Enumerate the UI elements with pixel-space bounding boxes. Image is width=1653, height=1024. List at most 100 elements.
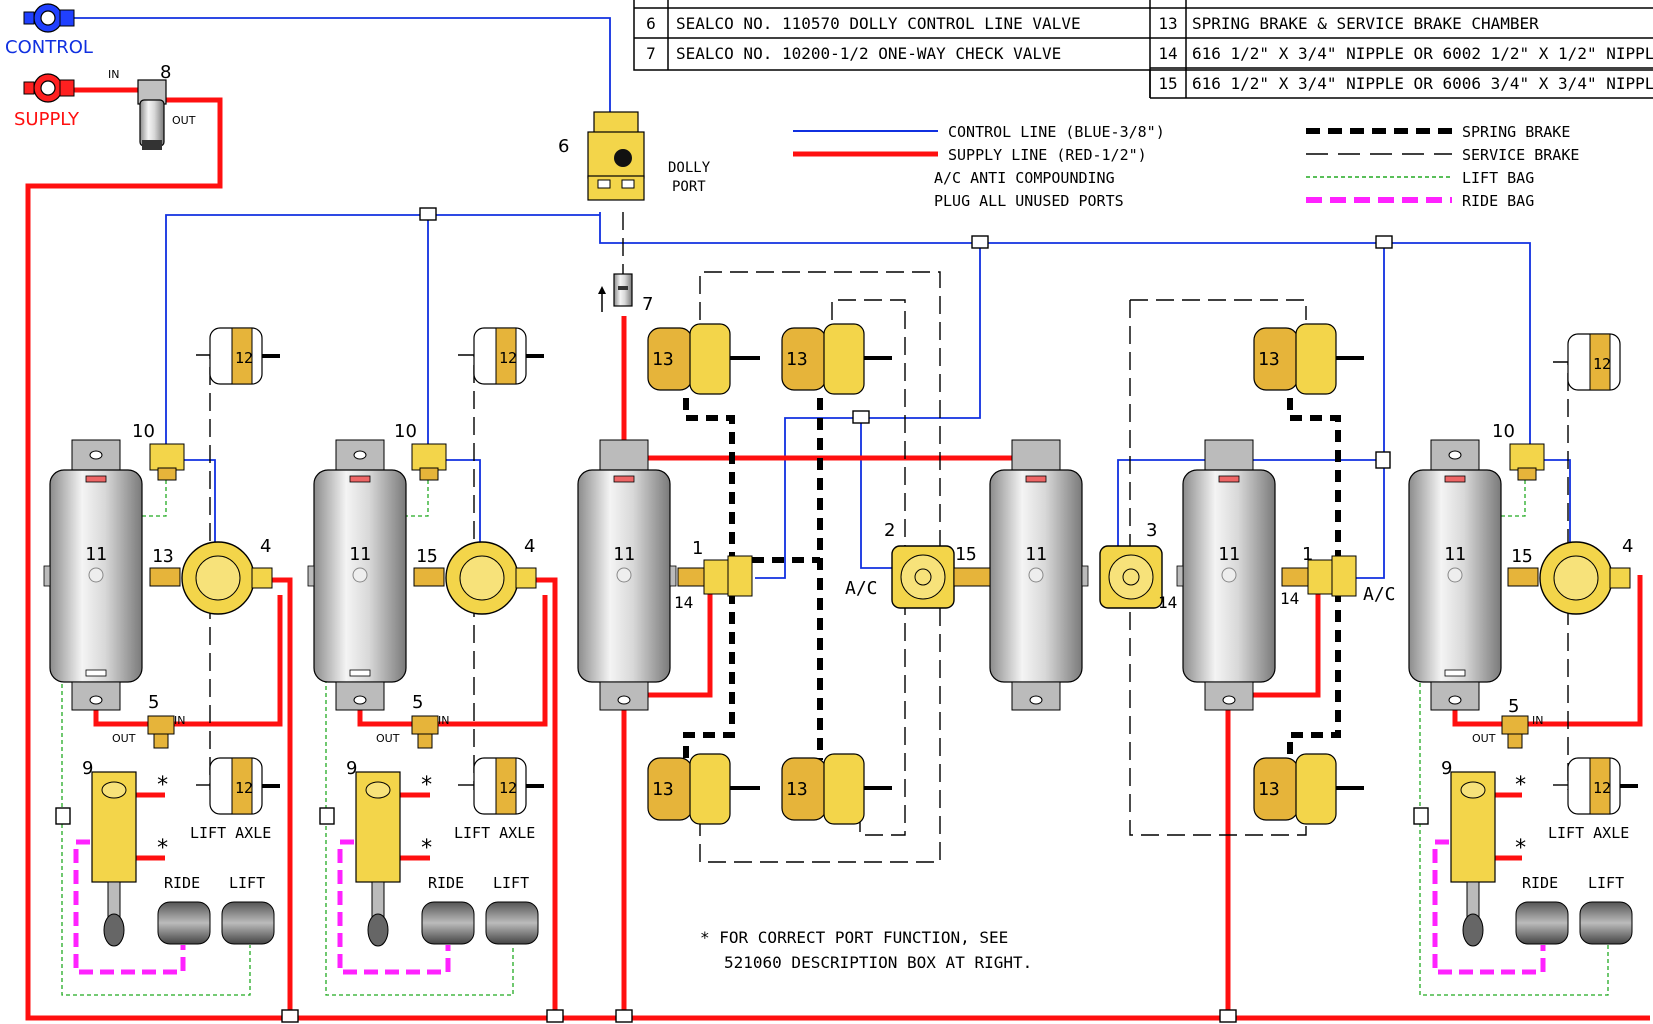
valve-9-num: 9 [346,758,357,779]
dolly-port-line2: PORT [672,179,706,195]
tank-6 [1408,439,1502,711]
air-bags [157,901,1633,945]
tank-5-label: 11 [1218,544,1240,565]
table-right-desc-1: 616 1/2" X 3/4" NIPPLE OR 6002 1/2" X 1/… [1192,44,1653,63]
tank-3 [577,439,677,711]
check-valve [598,273,633,312]
valve-9-right [1450,771,1496,947]
legend: CONTROL LINE (BLUE-3/8") SUPPLY LINE (RE… [793,123,1579,210]
valve-3-num: 3 [1146,520,1157,541]
chamber-12-label: 12 [235,349,253,367]
valve-5-mid [411,715,439,749]
valve-9-num: 9 [82,758,93,779]
table-right-num-0: 13 [1158,14,1177,33]
valve-8-num: 8 [160,62,171,83]
chamber-13-label: 13 [1258,349,1280,370]
dolly-control-valve [587,111,645,201]
relay-valve-right [1507,541,1631,615]
valve-5-num: 5 [1508,696,1519,717]
legend-liftbag-label: LIFT BAG [1462,169,1534,187]
star-mark: * [420,836,433,861]
valve-1-num: 1 [1302,544,1313,565]
table-right-desc-0: SPRING BRAKE & SERVICE BRAKE CHAMBER [1192,14,1539,33]
chamber-12-label: 12 [499,349,517,367]
valve-9-mid [355,771,401,947]
legend-plug-label: PLUG ALL UNUSED PORTS [934,192,1124,210]
fitting-15-label: 15 [416,546,438,567]
legend-spring-label: SPRING BRAKE [1462,123,1570,141]
valve-10-num: 10 [1492,421,1515,442]
chamber-12-label: 12 [1593,779,1611,797]
table-right-desc-2: 616 1/2" X 3/4" NIPPLE OR 6006 3/4" X 3/… [1192,74,1653,93]
star-mark: * [1514,773,1527,798]
valve-3 [1099,545,1163,609]
valve-1-left [677,555,753,597]
valve-10-right [1509,443,1545,481]
valve-9-num: 9 [1441,758,1452,779]
relay-valve-left [149,541,273,615]
valve-5-out: OUT [376,732,400,745]
valve-5-in: IN [174,714,185,727]
tank-2 [307,439,407,711]
valve-5-right [1501,715,1529,749]
valve-10-mid [411,443,447,481]
chamber-13-label: 13 [1258,779,1280,800]
valve-9-left [91,771,137,947]
relay-4-num: 4 [524,536,535,557]
callouts: 12 12 12 12 12 12 13 13 13 13 13 13 10 1… [82,349,1633,892]
fitting-15-label: 15 [1511,546,1533,567]
valve-10-left [149,443,185,481]
chambers-12 [209,327,1638,815]
tank-2-label: 11 [349,544,371,565]
nipple-14-label: 14 [674,593,693,612]
dolly-valve-num: 6 [558,136,569,157]
chamber-13-label: 13 [786,349,808,370]
valve-2-num: 2 [884,520,895,541]
dolly-port-line1: DOLLY [668,160,711,176]
star-mark: * [156,836,169,861]
nipple-14-label: 14 [1280,589,1299,608]
check-valve-num: 7 [642,294,653,315]
ac-label: A/C [845,578,878,599]
legend-control-label: CONTROL LINE (BLUE-3/8") [948,123,1165,141]
legend-ridebag-label: RIDE BAG [1462,192,1534,210]
ride-label: RIDE [428,874,464,892]
ac-label: A/C [1363,584,1396,605]
star-mark: * [420,773,433,798]
tee-fittings [55,207,1429,1023]
tank-4 [989,439,1089,711]
valve-10-num: 10 [394,421,417,442]
control-gladhand-label: CONTROL [5,37,93,58]
valve-10-num: 10 [132,421,155,442]
chamber-12-label: 12 [1593,355,1611,373]
lift-label: LIFT [1588,874,1624,892]
chamber-12-label: 12 [235,779,253,797]
chamber-13-label: 13 [652,349,674,370]
table-left-num-0: 6 [646,14,656,33]
ride-label: RIDE [1522,874,1558,892]
relay-4-num: 4 [260,536,271,557]
star-mark: * [1514,836,1527,861]
valve-5-left [147,715,175,749]
chamber-13-label: 13 [652,779,674,800]
control-lines [70,17,1571,579]
valve-5-num: 5 [148,692,159,713]
footnote-line2: 521060 DESCRIPTION BOX AT RIGHT. [724,953,1032,972]
supply-gladhand-label: SUPPLY [14,109,80,130]
footnote-line1: * FOR CORRECT PORT FUNCTION, SEE [700,928,1008,947]
tank-4-label: 11 [1025,544,1047,565]
table-right-num-2: 15 [1158,74,1177,93]
valve-8-in: IN [108,68,119,81]
lift-axle-label: LIFT AXLE [190,824,271,842]
tank-1-label: 11 [85,544,107,565]
tank-6-label: 11 [1444,544,1466,565]
valve-8-out: OUT [172,114,196,127]
lift-bag-lines [61,480,1609,996]
supply-gladhand [23,73,75,103]
legend-supply-label: SUPPLY LINE (RED-1/2") [948,146,1147,164]
parts-table: 6 SEALCO NO. 110570 DOLLY CONTROL LINE V… [633,0,1653,99]
relay-4-num: 4 [1622,536,1633,557]
valve-1-num: 1 [692,538,703,559]
tank-1 [43,439,143,711]
